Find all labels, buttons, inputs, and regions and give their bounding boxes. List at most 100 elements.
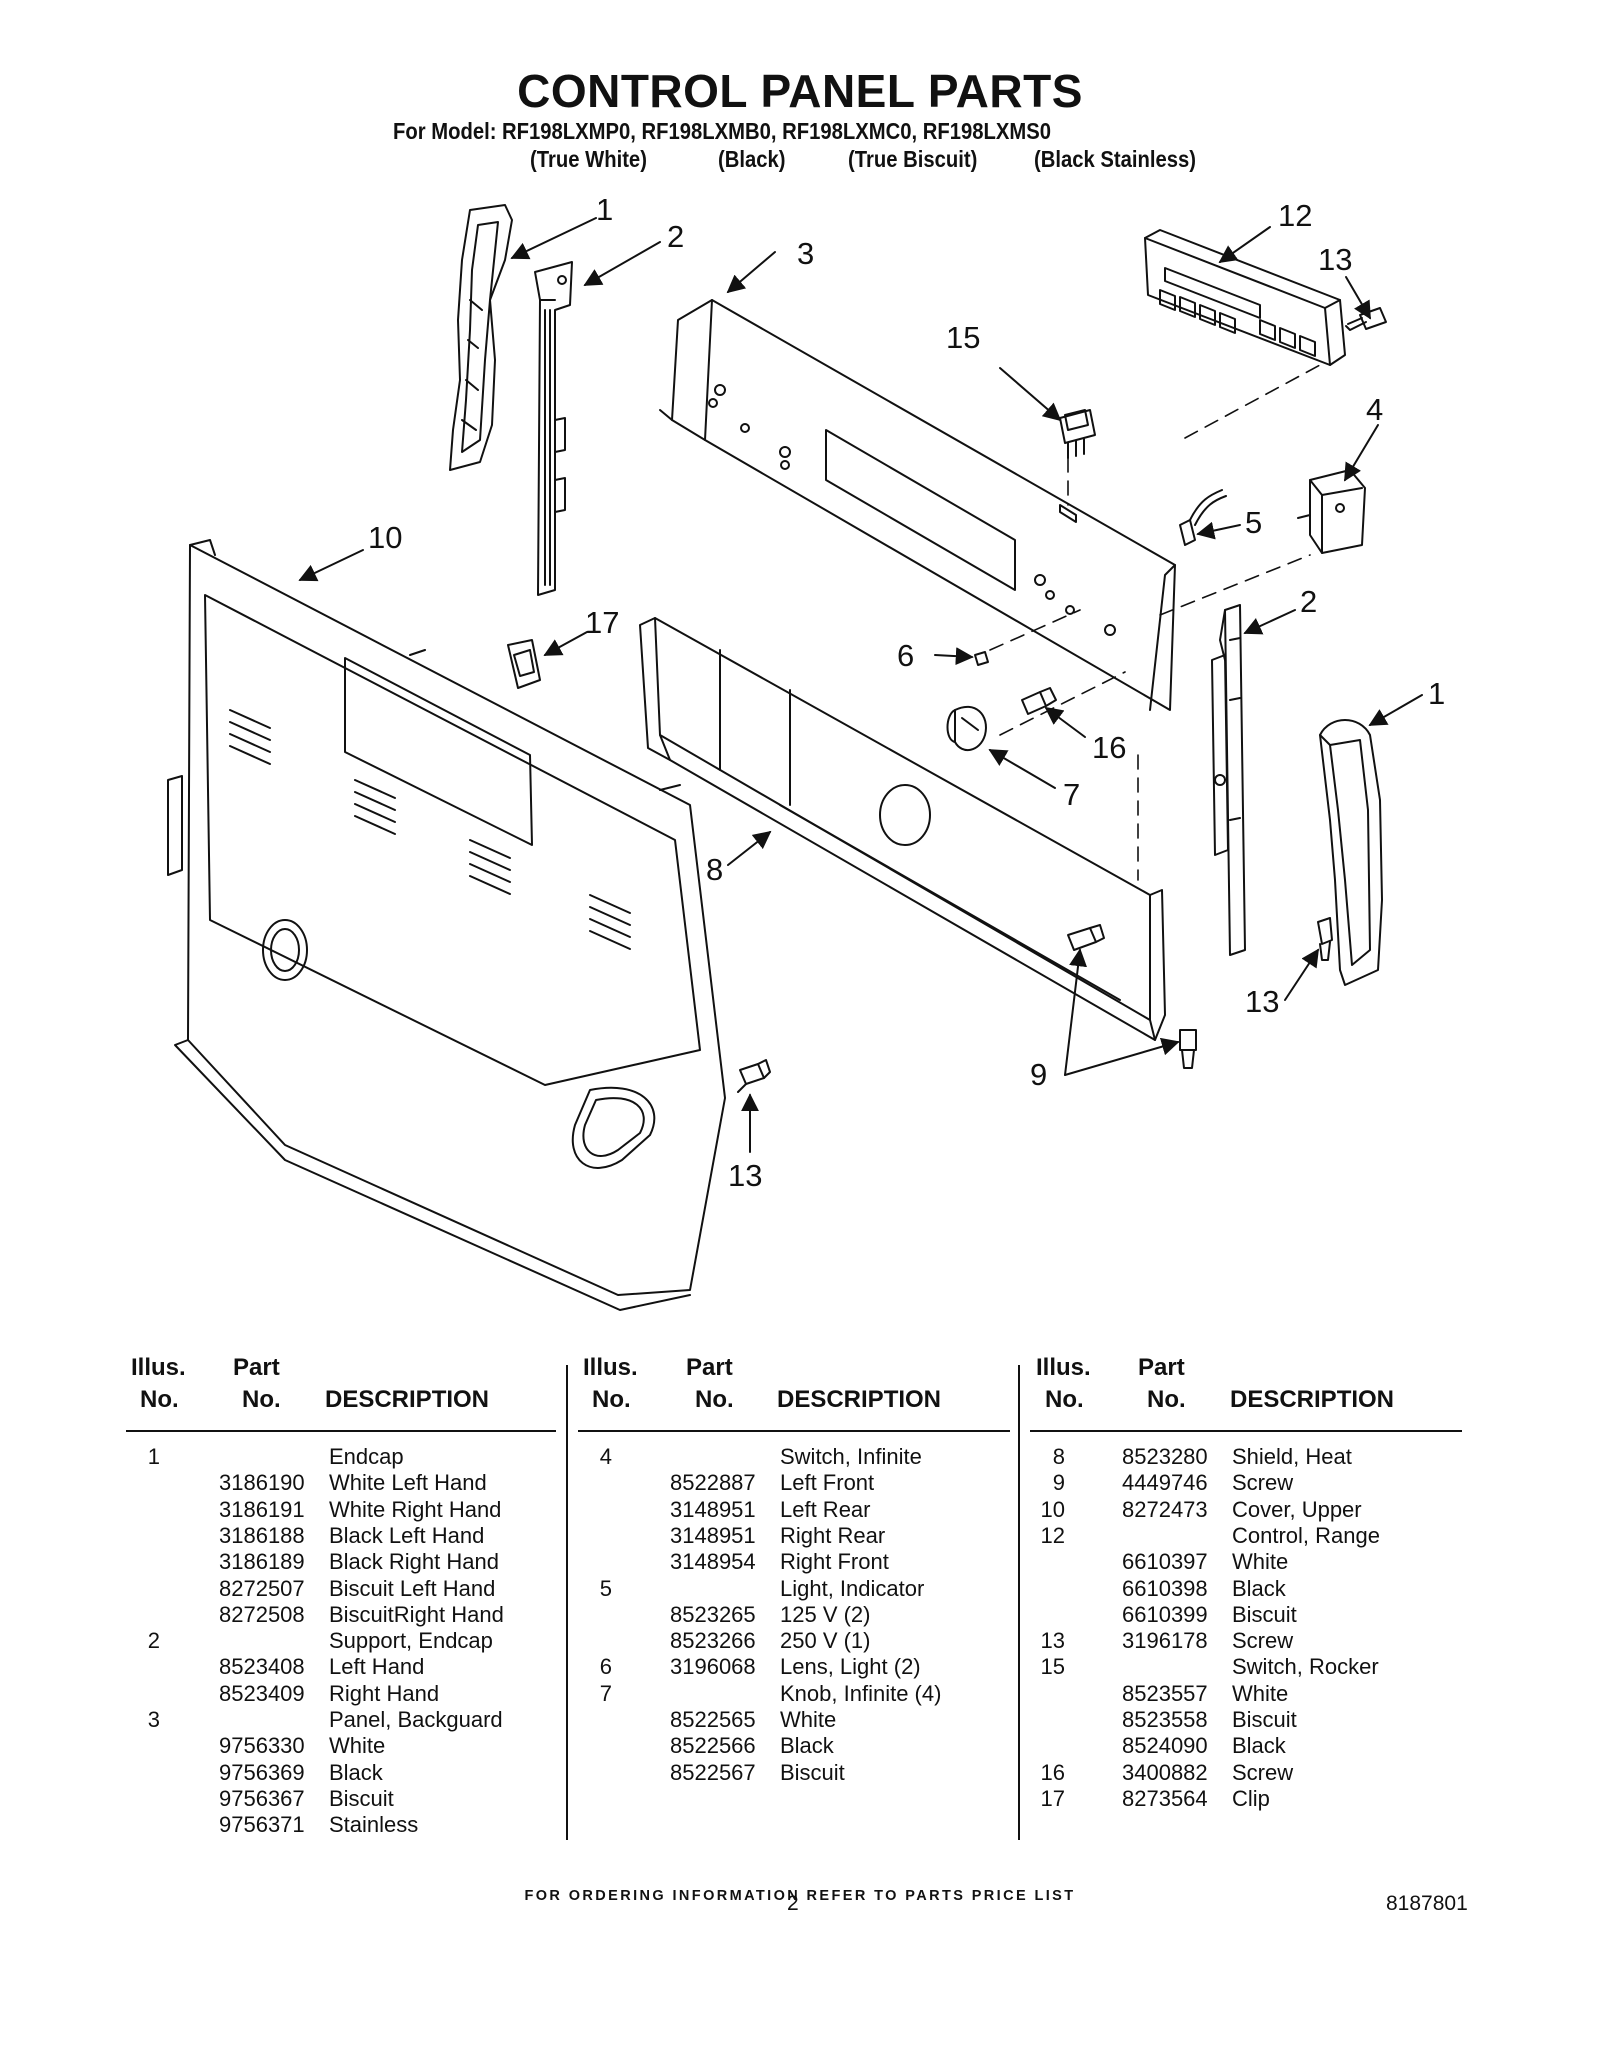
clip-part (507, 639, 541, 689)
column-divider (566, 1365, 568, 1840)
document-number: 8187801 (1386, 1892, 1468, 1915)
description-cell: Black Left Hand (329, 1522, 485, 1548)
part-no-cell: 8273564 (1122, 1785, 1208, 1811)
part-no-cell: 8523557 (1122, 1680, 1208, 1706)
header-rule (1030, 1430, 1462, 1432)
part-no-cell: 3186189 (219, 1549, 305, 1575)
description-cell: Biscuit (1232, 1707, 1297, 1732)
description-cell: BiscuitRight Hand (329, 1601, 504, 1627)
callout-number: 4 (1366, 392, 1383, 427)
part-no-cell: 9756371 (219, 1812, 305, 1838)
part-no-cell: 3186191 (219, 1496, 305, 1522)
description-cell: Clip (1232, 1785, 1270, 1811)
header-illus-no: No. (1045, 1386, 1084, 1413)
header-part: Part (686, 1354, 733, 1381)
screw-part (737, 1059, 771, 1093)
header-rule (126, 1430, 556, 1432)
callout-number: 13 (1318, 242, 1352, 277)
callout-number: 9 (1030, 1057, 1047, 1092)
part-no-cell: 9756367 (219, 1785, 305, 1811)
lens-part (974, 651, 989, 666)
page-title: CONTROL PANEL PARTS (517, 65, 1083, 117)
infinite-switch-part (1297, 469, 1366, 554)
variant-label: (True White) (530, 146, 647, 172)
description-cell: Right Rear (780, 1522, 886, 1548)
callout-numbers: 1 2 3 12 13 15 4 5 10 17 2 6 1 16 7 8 9 … (368, 192, 1445, 1193)
description-cell: Shield, Heat (1232, 1444, 1352, 1469)
part-no-cell: 6610397 (1122, 1549, 1208, 1575)
part-no-cell: 8523409 (219, 1680, 305, 1706)
description-cell: Stainless (329, 1812, 419, 1838)
part-no-cell: 8523265 (670, 1601, 756, 1627)
callout-number: 5 (1245, 505, 1262, 540)
screw-part (1067, 924, 1105, 951)
description-cell: Left Rear (780, 1496, 871, 1522)
illus-no-cell: 17 (1040, 1785, 1065, 1811)
callout-number: 6 (897, 638, 914, 673)
leader-arrows (298, 217, 1423, 1153)
part-no-cell: 3148951 (670, 1496, 756, 1522)
callout-number: 12 (1278, 198, 1312, 233)
alignment-lines (989, 364, 1321, 881)
description-cell: Switch, Infinite (780, 1444, 922, 1469)
illus-no-cell: 5 (599, 1575, 612, 1601)
description-cell: Screw (1232, 1628, 1294, 1654)
description-cell: Switch, Rocker (1232, 1654, 1379, 1680)
part-no-cell: 3186188 (219, 1522, 305, 1548)
header-illus: Illus. (131, 1354, 186, 1381)
part-no-cell: 3148951 (670, 1522, 756, 1548)
range-control-part (1144, 229, 1346, 366)
header-description: DESCRIPTION (1230, 1386, 1395, 1413)
illus-no-cell: 9 (1052, 1470, 1065, 1496)
description-cell: White (1232, 1680, 1289, 1706)
description-cell: Support, Endcap (329, 1628, 493, 1654)
model-variants: (True White) (Black) (True Biscuit) (Bla… (0, 146, 1600, 176)
endcap-left-part (449, 204, 513, 471)
part-no-cell: 3148954 (670, 1549, 756, 1575)
description-cell: White Right Hand (329, 1496, 502, 1522)
callout-number: 13 (728, 1158, 762, 1193)
illus-no-cell: 8 (1052, 1444, 1065, 1469)
callout-number: 17 (585, 605, 619, 640)
screw-part (1179, 1029, 1197, 1069)
description-cell: White (329, 1733, 386, 1759)
description-cell: 250 V (1) (780, 1628, 871, 1654)
description-cell: Control, Range (1232, 1522, 1380, 1548)
callout-number: 1 (596, 192, 613, 227)
part-no-cell: 8523266 (670, 1628, 756, 1654)
model-list: For Model: RF198LXMP0, RF198LXMB0, RF198… (393, 118, 1051, 144)
description-cell: Panel, Backguard (329, 1707, 503, 1732)
illus-no-cell: 13 (1040, 1628, 1065, 1654)
header-part-no: No. (695, 1386, 734, 1413)
description-cell: White (780, 1707, 837, 1732)
header-part: Part (1138, 1354, 1185, 1381)
description-cell: Left Hand (329, 1654, 425, 1680)
callout-number: 8 (706, 852, 723, 887)
variant-label: (Black) (718, 146, 786, 172)
header-illus: Illus. (583, 1354, 638, 1381)
description-cell: Black (1232, 1733, 1286, 1759)
description-cell: Endcap (329, 1444, 404, 1469)
screw-part (1317, 917, 1333, 961)
callout-number: 3 (797, 236, 814, 271)
description-cell: Lens, Light (2) (780, 1654, 921, 1680)
description-cell: Right Hand (329, 1680, 440, 1706)
part-no-cell: 3196178 (1122, 1628, 1208, 1654)
illus-no-cell: 15 (1040, 1654, 1065, 1680)
description-cell: Left Front (780, 1470, 875, 1496)
part-no-cell: 8272507 (219, 1575, 305, 1601)
header-description: DESCRIPTION (325, 1386, 490, 1413)
rocker-switch-part (1059, 409, 1096, 459)
part-no-cell: 8523558 (1122, 1707, 1208, 1732)
description-cell: 125 V (2) (780, 1601, 871, 1627)
variant-label: (Black Stainless) (1034, 146, 1197, 172)
description-cell: White Left Hand (329, 1470, 487, 1496)
endcap-support-right-part (1211, 604, 1246, 956)
part-no-cell: 8272473 (1122, 1496, 1208, 1522)
description-cell: Cover, Upper (1232, 1496, 1362, 1522)
header-illus-no: No. (140, 1386, 179, 1413)
callout-number: 7 (1063, 777, 1080, 812)
part-no-cell: 8522887 (670, 1470, 756, 1496)
header-part-no: No. (1147, 1386, 1186, 1413)
callout-number: 2 (1300, 584, 1317, 619)
